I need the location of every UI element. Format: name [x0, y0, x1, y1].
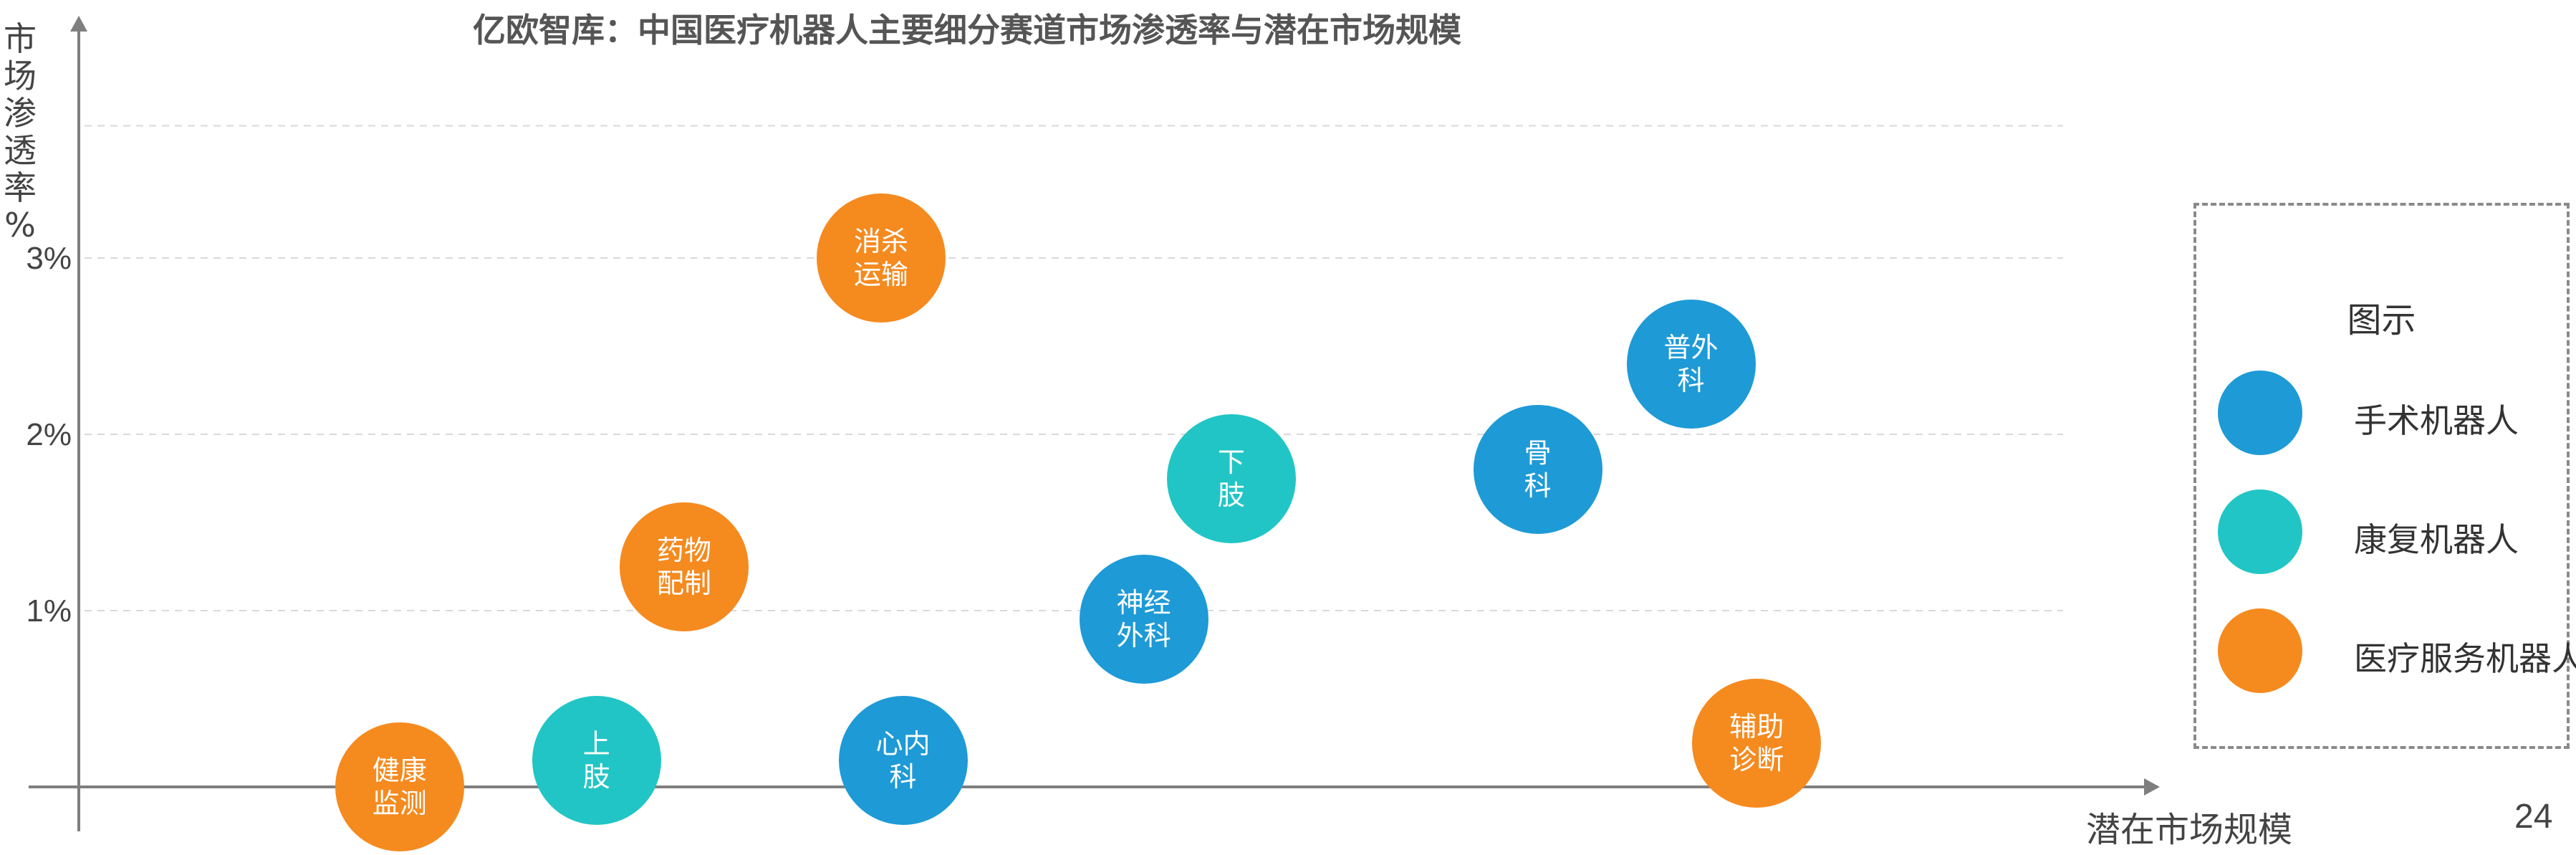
bubble-point: 普外科	[1626, 299, 1756, 429]
legend-item: 手术机器人	[2218, 371, 2562, 457]
page-number: 24	[2514, 798, 2553, 836]
legend-swatch	[2218, 489, 2302, 574]
gridlines	[85, 125, 2063, 611]
legend-label: 医疗服务机器人	[2354, 639, 2576, 678]
legend-label: 康复机器人	[2354, 520, 2519, 559]
bubble-point: 辅助 诊断	[1692, 678, 1822, 808]
y-axis-label-char: 市	[4, 19, 37, 58]
bubble-label: 下 肢	[1217, 446, 1245, 511]
bubble-label: 心内科	[875, 728, 931, 793]
bubble-point: 药物 配制	[620, 502, 749, 631]
bubble-point: 心内科	[838, 696, 968, 826]
legend-label: 手术机器人	[2354, 401, 2519, 440]
y-axis-label-char: 透	[4, 131, 37, 170]
y-axis-label-char: %	[4, 206, 36, 244]
x-axis-arrow	[2144, 778, 2160, 796]
bubble-point: 骨 科	[1473, 405, 1602, 535]
legend-title: 图示	[2347, 300, 2416, 340]
bubble-label: 骨 科	[1524, 437, 1552, 502]
y-axis-label: 市场渗透率%	[0, 20, 40, 244]
y-tick-label: 3%	[26, 241, 72, 276]
bubble-label: 神经 外科	[1116, 587, 1171, 652]
y-tick-labels: 1% 2% 3%	[26, 241, 72, 629]
bubble-label: 消杀 运输	[853, 226, 908, 290]
legend-item: 康复机器人	[2218, 489, 2562, 575]
bubble-point: 上 肢	[532, 696, 661, 826]
chart-title: 亿欧智库：中国医疗机器人主要细分赛道市场渗透率与潜在市场规模	[473, 11, 1461, 49]
bubble-point: 消杀 运输	[817, 194, 946, 323]
bubble-point: 神经 外科	[1079, 555, 1208, 684]
bubble-label: 辅助 诊断	[1729, 710, 1784, 775]
legend-item: 医疗服务机器人	[2218, 608, 2576, 694]
legend: 图示 手术机器人康复机器人医疗服务机器人	[2193, 203, 2576, 749]
axes	[29, 16, 2160, 831]
y-tick-label: 2%	[26, 417, 72, 452]
y-axis-label-char: 场	[4, 57, 37, 95]
y-axis-label-char: 率	[4, 168, 37, 207]
bubble-label: 药物 配制	[656, 534, 711, 599]
y-tick-label: 1%	[26, 593, 72, 629]
bubble-label: 普外科	[1663, 331, 1719, 396]
legend-swatch	[2218, 608, 2302, 693]
legend-swatch	[2218, 371, 2302, 455]
y-axis-arrow	[70, 16, 87, 32]
bubble-label: 健康 监测	[372, 755, 427, 819]
bubble-point: 健康 监测	[335, 722, 464, 851]
x-axis-label: 潜在市场规模	[2086, 810, 2293, 850]
y-axis-label-char: 渗	[4, 94, 37, 133]
bubble-label: 上 肢	[582, 728, 610, 793]
bubble-point: 下 肢	[1166, 414, 1296, 543]
